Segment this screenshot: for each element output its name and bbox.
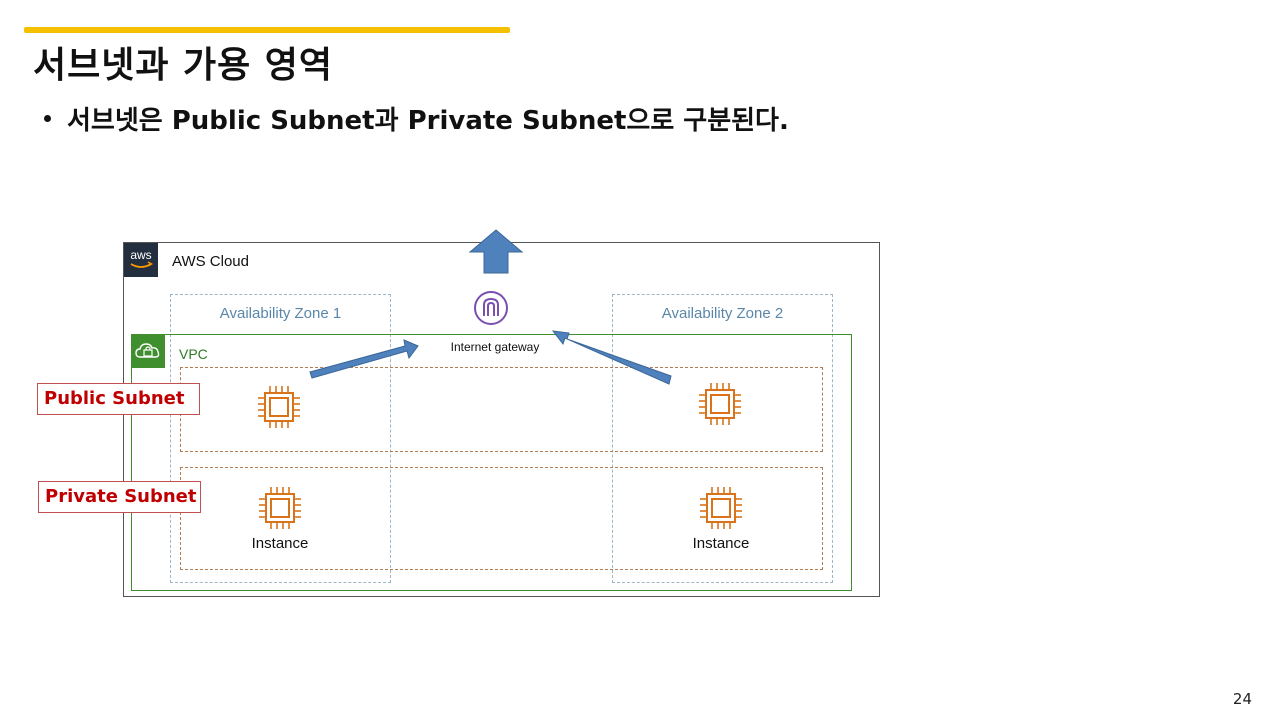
instance-to-igw-arrow bbox=[551, 330, 672, 385]
public-subnet-label: Public Subnet bbox=[37, 383, 200, 415]
aws-logo-icon: aws bbox=[124, 243, 158, 277]
internet-gateway-icon bbox=[473, 290, 509, 326]
private-subnet-label: Private Subnet bbox=[38, 481, 201, 513]
bullet-dot bbox=[44, 115, 51, 122]
aws-logo-text: aws bbox=[130, 248, 151, 262]
instance-chip-icon bbox=[256, 484, 304, 532]
internet-gateway-label: Internet gateway bbox=[450, 340, 540, 354]
instance-chip-icon bbox=[697, 484, 745, 532]
accent-bar bbox=[24, 27, 510, 33]
instance-chip-icon bbox=[696, 380, 744, 428]
aws-cloud-label: AWS Cloud bbox=[172, 253, 249, 270]
up-arrow-icon bbox=[468, 229, 524, 274]
public-to-igw-arrow bbox=[309, 339, 419, 379]
availability-zone-2 bbox=[612, 294, 833, 583]
instance-chip-icon bbox=[255, 383, 303, 431]
vpc-container bbox=[131, 334, 852, 591]
slide-title: 서브넷과 가용 영역 bbox=[33, 45, 334, 86]
vpc-cloud-lock-icon bbox=[131, 335, 165, 368]
instance-label: Instance bbox=[251, 535, 309, 552]
az2-label: Availability Zone 2 bbox=[661, 305, 784, 322]
vpc-label: VPC bbox=[179, 346, 208, 362]
availability-zone-1 bbox=[170, 294, 391, 583]
private-subnet-box bbox=[180, 467, 823, 570]
az1-label: Availability Zone 1 bbox=[219, 305, 342, 322]
bullet-text: 서브넷은 Public Subnet과 Private Subnet으로 구분된… bbox=[67, 106, 789, 136]
instance-label: Instance bbox=[692, 535, 750, 552]
bullet-item: 서브넷은 Public Subnet과 Private Subnet으로 구분된… bbox=[44, 100, 789, 137]
page-number: 24 bbox=[1232, 690, 1252, 708]
